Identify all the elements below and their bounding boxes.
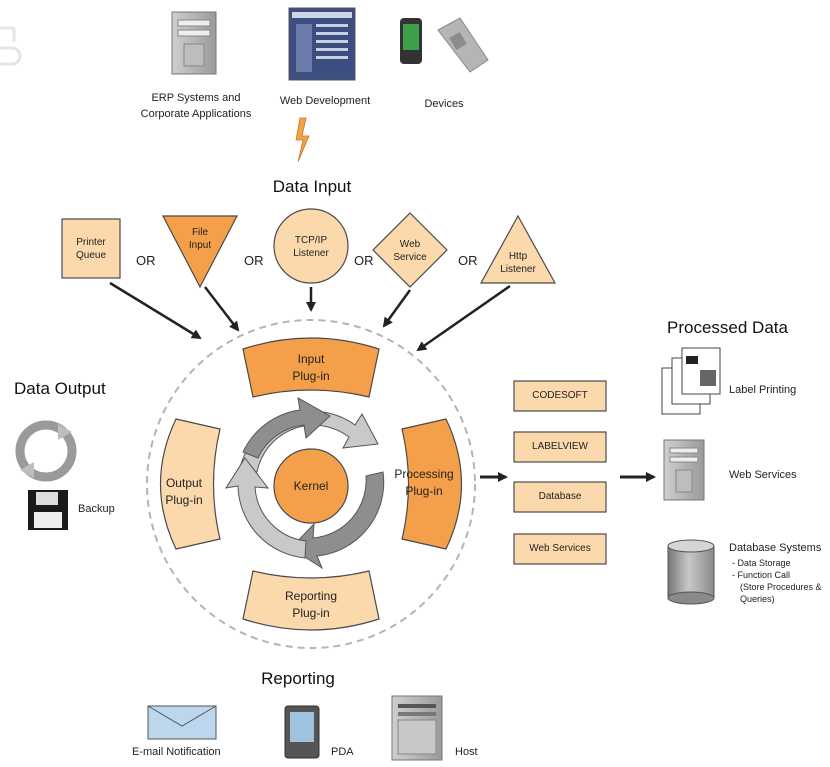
email-envelope-icon — [147, 705, 217, 740]
labelview-label: LABELVIEW — [532, 441, 588, 452]
db-detail-3: (Store Procedures & — [740, 582, 822, 592]
processing-plugin-line1: Processing — [394, 467, 454, 481]
web-services-target-label: Web Services — [529, 543, 591, 554]
http-listener-line1: Http — [508, 251, 528, 262]
reporting-plugin-label: Reporting Plug-in — [285, 588, 337, 622]
kernel-label: Kernel — [293, 479, 329, 493]
printer-queue-line2: Queue — [75, 250, 107, 261]
pda-report-icon — [284, 705, 320, 759]
erp-label-line1: ERP Systems and — [151, 92, 241, 104]
host-server-icon — [391, 695, 443, 761]
database-box — [513, 481, 607, 513]
erp-label-line2: Corporate Applications — [140, 108, 252, 120]
input-arrows — [109, 281, 511, 352]
data-input-heading: Data Input — [272, 177, 352, 196]
engine-boundary-dashed-circle — [146, 319, 476, 649]
codesoft-label: CODESOFT — [532, 390, 588, 401]
db-detail-2: - Function Call — [732, 570, 791, 580]
label-printing-label: Label Printing — [729, 384, 797, 396]
email-notification-label: E-mail Notification — [132, 746, 221, 758]
web-services-server-icon — [663, 439, 705, 501]
http-listener-line2: Listener — [500, 264, 536, 275]
faint-corner-mark — [0, 26, 22, 66]
processing-plugin-segment — [401, 418, 463, 550]
or-label-1: OR — [136, 253, 156, 268]
handheld-scanner-icon — [437, 17, 489, 73]
pda-label: PDA — [331, 746, 354, 758]
output-plugin-label: Output Plug-in — [165, 475, 202, 509]
database-systems-details: - Data Storage - Function Call (Store Pr… — [732, 557, 822, 605]
input-plugin-label: Input Plug-in — [292, 351, 329, 385]
input-plugin-line1: Input — [297, 352, 325, 366]
reporting-heading: Reporting — [261, 669, 335, 688]
db-detail-1: - Data Storage — [732, 558, 791, 568]
data-output-heading: Data Output — [14, 379, 106, 398]
output-plugin-segment — [159, 418, 221, 550]
erp-server-icon — [171, 11, 217, 75]
codesoft-box — [513, 380, 607, 412]
file-input-line1: File — [191, 227, 209, 238]
lightning-bolt-icon — [295, 117, 310, 163]
output-plugin-line2: Plug-in — [165, 493, 203, 507]
web-service-label: Web Service — [393, 238, 426, 264]
pda-device-icon — [400, 18, 422, 64]
web-development-icon — [288, 7, 356, 81]
database-cylinder-icon — [667, 539, 715, 605]
backup-label: Backup — [78, 503, 115, 515]
devices-label: Devices — [424, 98, 464, 110]
floppy-disk-icon — [28, 490, 68, 530]
erp-label: ERP Systems and Corporate Applications — [141, 90, 252, 122]
printer-queue-label: Printer Queue — [76, 236, 106, 262]
or-label-4: OR — [458, 253, 478, 268]
reporting-plugin-line2: Plug-in — [292, 606, 330, 620]
host-label: Host — [455, 746, 478, 758]
or-label-2: OR — [244, 253, 264, 268]
web-service-diamond — [372, 212, 448, 288]
file-input-triangle — [162, 215, 238, 289]
tcpip-label: TCP/IP Listener — [293, 234, 329, 260]
reporting-plugin-segment — [242, 570, 380, 631]
label-printing-icon — [661, 347, 721, 415]
web-services-box — [513, 533, 607, 565]
file-input-line2: Input — [188, 240, 212, 251]
sync-cycle-icon — [15, 420, 77, 482]
tcpip-line1: TCP/IP — [294, 235, 328, 246]
printer-queue-line1: Printer — [76, 237, 106, 248]
printer-queue-box — [61, 218, 121, 279]
database-label: Database — [538, 491, 582, 502]
output-plugin-line1: Output — [165, 476, 203, 490]
web-service-line2: Service — [393, 252, 427, 263]
web-services-label: Web Services — [729, 469, 797, 481]
reporting-plugin-line1: Reporting — [284, 589, 338, 603]
web-service-line1: Web — [399, 239, 421, 250]
kernel-circle — [273, 448, 349, 524]
file-input-label: File Input — [189, 226, 211, 252]
tcpip-line2: Listener — [293, 248, 329, 259]
database-systems-label: Database Systems — [729, 542, 822, 554]
input-plugin-line2: Plug-in — [292, 369, 330, 383]
http-listener-label: Http Listener — [500, 250, 536, 276]
tcpip-listener-circle — [273, 208, 349, 284]
processing-plugin-line2: Plug-in — [405, 484, 443, 498]
processing-plugin-label: Processing Plug-in — [394, 466, 453, 500]
labelview-box — [513, 431, 607, 463]
kernel-cycle-arrows — [224, 397, 385, 570]
or-label-3: OR — [354, 253, 374, 268]
processed-data-heading: Processed Data — [667, 318, 788, 337]
http-listener-triangle — [479, 214, 557, 284]
db-detail-4: Queries) — [740, 594, 775, 604]
input-plugin-segment — [242, 337, 380, 398]
web-development-label: Web Development — [279, 95, 371, 107]
